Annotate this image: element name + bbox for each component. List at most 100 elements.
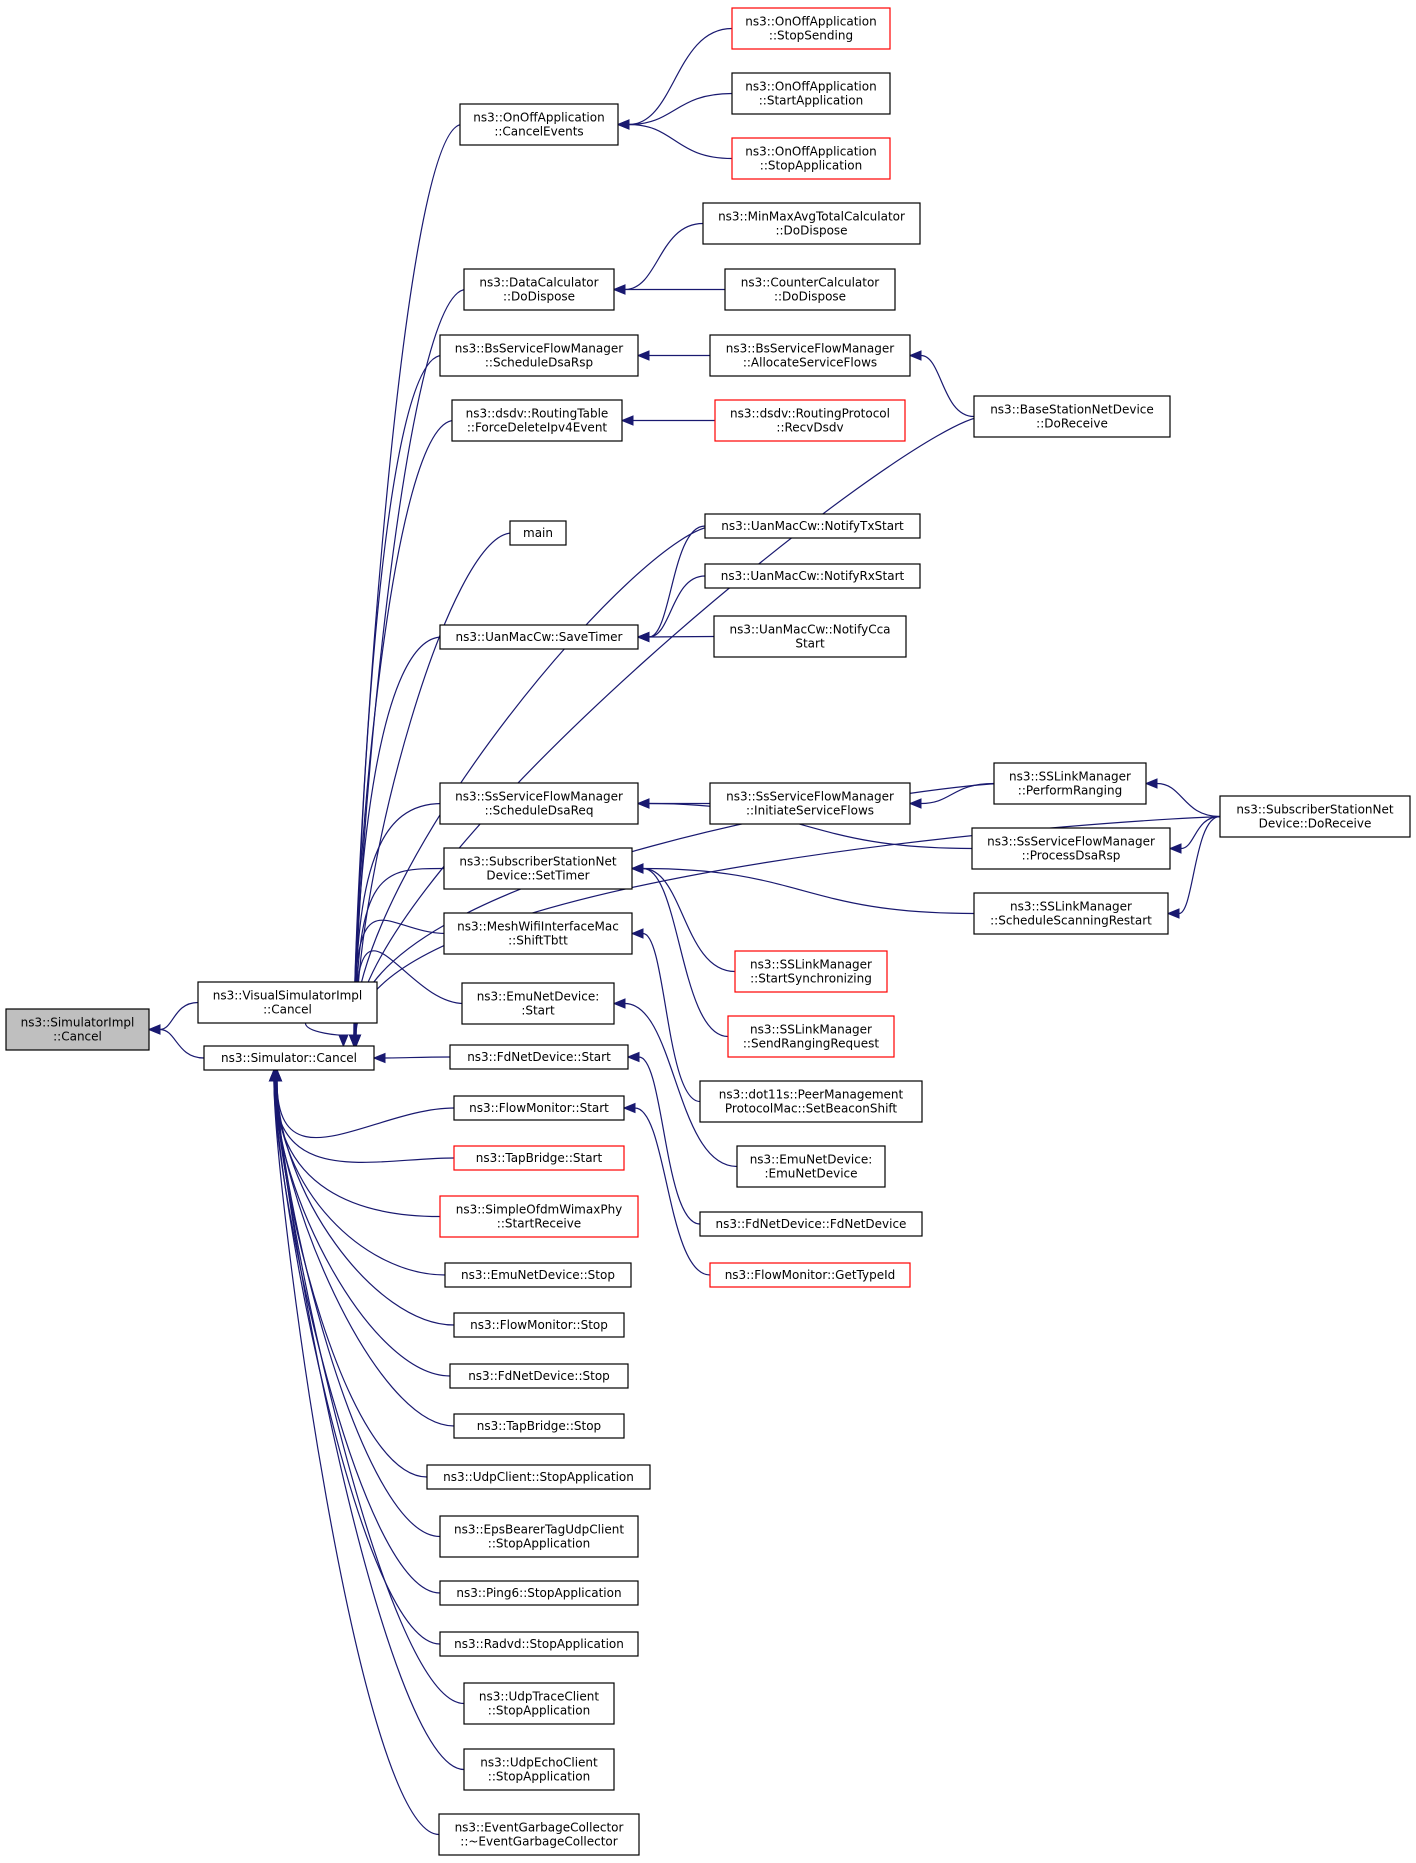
edge-root-sim bbox=[147, 1024, 205, 1059]
edge-fdStart-fdCtor bbox=[626, 1051, 701, 1225]
edge-line bbox=[624, 1002, 738, 1168]
node-meshShift[interactable]: ns3::MeshWifiInterfaceMac::ShiftTbtt bbox=[443, 912, 633, 955]
node-label: ns3::SSLinkManager bbox=[1009, 770, 1131, 784]
node-ssSched[interactable]: ns3::SsServiceFlowManager::ScheduleDsaRe… bbox=[439, 782, 639, 825]
node-ssSetTimer[interactable]: ns3::SubscriberStationNetDevice::SetTime… bbox=[443, 847, 633, 890]
node-box bbox=[439, 1631, 639, 1657]
node-ssStartSync[interactable]: ns3::SSLinkManager::StartSynchronizing bbox=[734, 950, 888, 993]
node-box bbox=[731, 72, 891, 115]
node-box bbox=[509, 520, 567, 546]
node-bsAlloc[interactable]: ns3::BsServiceFlowManager::AllocateServi… bbox=[709, 334, 911, 377]
edge-sim-epsStop bbox=[271, 1068, 441, 1538]
node-box bbox=[1219, 795, 1411, 838]
node-emuStart[interactable]: ns3::EmuNetDevice::Start bbox=[461, 982, 615, 1025]
node-ssScanRestart[interactable]: ns3::SSLinkManager::ScheduleScanningRest… bbox=[973, 892, 1169, 935]
node-ssDoRecv[interactable]: ns3::SubscriberStationNetDevice::DoRecei… bbox=[1219, 795, 1411, 838]
node-fmStop[interactable]: ns3::FlowMonitor::Stop bbox=[453, 1312, 625, 1338]
edge-layer bbox=[147, 27, 1231, 1836]
node-dsdvRecv[interactable]: ns3::dsdv::RoutingProtocol::RecvDsdv bbox=[714, 399, 906, 442]
node-ping6Stop[interactable]: ns3::Ping6::StopApplication bbox=[439, 1580, 639, 1606]
node-fdCtor[interactable]: ns3::FdNetDevice::FdNetDevice bbox=[699, 1211, 923, 1237]
edge-line bbox=[353, 419, 455, 1036]
edge-ssPerform-ssDoRecv bbox=[1144, 778, 1221, 818]
arrowhead bbox=[616, 119, 630, 130]
node-bsSched[interactable]: ns3::BsServiceFlowManager::ScheduleDsaRs… bbox=[439, 334, 639, 377]
node-dataCalc[interactable]: ns3::DataCalculator::DoDispose bbox=[463, 268, 615, 311]
node-ssInit[interactable]: ns3::SsServiceFlowManager::InitiateServi… bbox=[709, 782, 911, 825]
edge-dsdvForce-dsdvRecv bbox=[620, 415, 715, 426]
node-udpEchoStop[interactable]: ns3::UdpEchoClient::StopApplication bbox=[463, 1748, 615, 1791]
node-box bbox=[736, 1145, 886, 1188]
node-bsDoRecv[interactable]: ns3::BaseStationNetDevice::DoReceive bbox=[973, 395, 1171, 438]
node-label: ::ShiftTbtt bbox=[508, 934, 568, 948]
node-box bbox=[727, 1015, 895, 1058]
node-label: ::StopApplication bbox=[488, 1704, 590, 1718]
node-fdStart[interactable]: ns3::FdNetDevice::Start bbox=[449, 1044, 629, 1070]
node-uanTx[interactable]: ns3::UanMacCw::NotifyTxStart bbox=[704, 513, 921, 539]
node-tapStop[interactable]: ns3::TapBridge::Stop bbox=[453, 1413, 625, 1439]
node-uanRx[interactable]: ns3::UanMacCw::NotifyRxStart bbox=[704, 563, 921, 589]
edge-vis-sim bbox=[304, 1022, 349, 1048]
node-onoffStartApp[interactable]: ns3::OnOffApplication::StartApplication bbox=[731, 72, 891, 115]
node-box bbox=[449, 1363, 629, 1389]
edge-sim-fmStop bbox=[271, 1068, 455, 1326]
node-box bbox=[439, 624, 639, 650]
node-fdStop[interactable]: ns3::FdNetDevice::Stop bbox=[449, 1363, 629, 1389]
node-main[interactable]: main bbox=[509, 520, 567, 546]
node-fmStart[interactable]: ns3::FlowMonitor::Start bbox=[453, 1095, 625, 1121]
edge-line bbox=[276, 1080, 455, 1139]
node-box bbox=[443, 847, 633, 890]
node-emuStop[interactable]: ns3::EmuNetDevice::Stop bbox=[444, 1262, 632, 1288]
edge-line bbox=[355, 532, 513, 1036]
node-sim[interactable]: ns3::Simulator::Cancel bbox=[203, 1045, 375, 1071]
node-label: ns3::SsServiceFlowManager bbox=[726, 790, 894, 804]
node-label: ns3::EmuNetDevice: bbox=[477, 990, 600, 1004]
arrowhead bbox=[620, 415, 634, 426]
node-box bbox=[459, 103, 619, 146]
edge-line bbox=[354, 636, 443, 1036]
node-onoffStopApp[interactable]: ns3::OnOffApplication::StopApplication bbox=[731, 137, 891, 180]
node-label: ns3::OnOffApplication bbox=[745, 15, 876, 29]
node-label: ::RecvDsdv bbox=[776, 421, 843, 435]
node-uanSave[interactable]: ns3::UanMacCw::SaveTimer bbox=[439, 624, 639, 650]
node-ssProcess[interactable]: ns3::SsServiceFlowManager::ProcessDsaRsp bbox=[971, 827, 1171, 870]
edge-line bbox=[628, 123, 733, 160]
node-label: ::InitiateServiceFlows bbox=[746, 804, 874, 818]
node-vis[interactable]: ns3::VisualSimulatorImpl::Cancel bbox=[197, 981, 378, 1024]
node-onoffCancel[interactable]: ns3::OnOffApplication::CancelEvents bbox=[459, 103, 619, 146]
node-dsdvForce[interactable]: ns3::dsdv::RoutingTable::ForceDeleteIpv4… bbox=[451, 399, 623, 442]
node-label: ns3::TapBridge::Stop bbox=[477, 1419, 601, 1433]
node-box bbox=[704, 513, 921, 539]
node-label: ns3::TapBridge::Start bbox=[476, 1151, 603, 1165]
node-label: ProtocolMac::SetBeaconShift bbox=[725, 1102, 898, 1116]
node-label: ::ScheduleScanningRestart bbox=[990, 914, 1152, 928]
node-udpClientStop[interactable]: ns3::UdpClient::StopApplication bbox=[426, 1464, 651, 1490]
node-label: ns3::EmuNetDevice::Stop bbox=[461, 1268, 615, 1282]
node-emuCtor[interactable]: ns3::EmuNetDevice::EmuNetDevice bbox=[736, 1145, 886, 1188]
node-label: ns3::BsServiceFlowManager bbox=[726, 342, 894, 356]
node-label: ns3::Radvd::StopApplication bbox=[454, 1637, 624, 1651]
node-counterCalc[interactable]: ns3::CounterCalculator::DoDispose bbox=[724, 268, 896, 311]
node-radvdStop[interactable]: ns3::Radvd::StopApplication bbox=[439, 1631, 639, 1657]
node-label: ::Cancel bbox=[53, 1030, 102, 1044]
edge-line bbox=[276, 1080, 441, 1538]
edge-sim-dsdvForce bbox=[348, 419, 455, 1048]
node-ssPerform[interactable]: ns3::SSLinkManager::PerformRanging bbox=[993, 762, 1147, 805]
node-root[interactable]: ns3::SimulatorImpl::Cancel bbox=[5, 1008, 150, 1051]
node-label: ns3::dot11s::PeerManagement bbox=[719, 1088, 904, 1102]
node-epsStop[interactable]: ns3::EpsBearerTagUdpClient::StopApplicat… bbox=[439, 1515, 639, 1558]
node-ssSendRanging[interactable]: ns3::SSLinkManager::SendRangingRequest bbox=[727, 1015, 895, 1058]
node-onoffStopSending[interactable]: ns3::OnOffApplication::StopSending bbox=[731, 7, 891, 50]
edge-line bbox=[628, 92, 733, 126]
node-fmGetType[interactable]: ns3::FlowMonitor::GetTypeId bbox=[709, 1262, 911, 1288]
node-label: ::SendRangingRequest bbox=[743, 1037, 880, 1051]
arrowhead bbox=[636, 350, 650, 361]
node-dot11s[interactable]: ns3::dot11s::PeerManagementProtocolMac::… bbox=[699, 1080, 923, 1123]
node-minmax[interactable]: ns3::MinMaxAvgTotalCalculator::DoDispose bbox=[702, 202, 921, 245]
node-simpleOfdm[interactable]: ns3::SimpleOfdmWimaxPhy::StartReceive bbox=[439, 1195, 639, 1238]
node-egc[interactable]: ns3::EventGarbageCollector::~EventGarbag… bbox=[438, 1813, 640, 1856]
node-tapStart[interactable]: ns3::TapBridge::Start bbox=[453, 1145, 625, 1171]
edge-sim-udpEchoStop bbox=[271, 1068, 465, 1771]
node-udpTraceStop[interactable]: ns3::UdpTraceClient::StopApplication bbox=[463, 1682, 615, 1725]
